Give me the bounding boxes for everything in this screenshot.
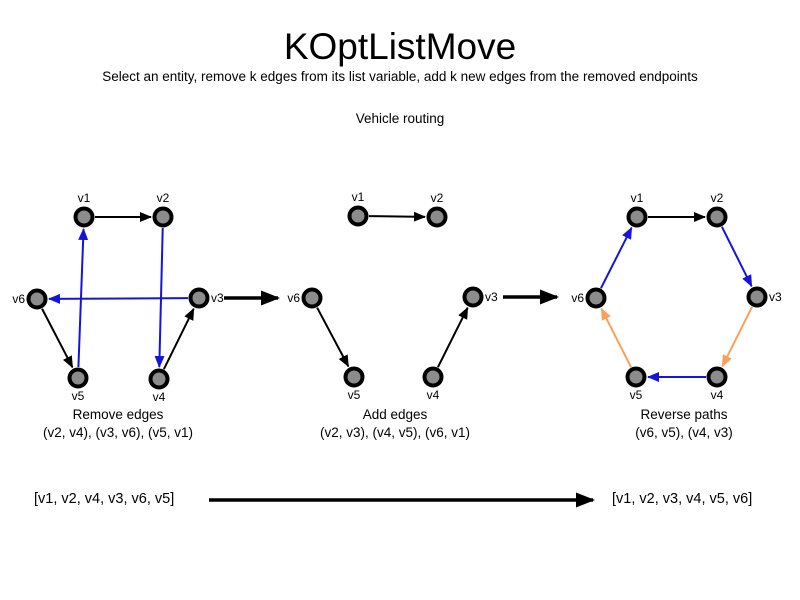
node-label-v2: v2 (711, 191, 724, 205)
reverse-paths-caption-detail: (v6, v5), (v4, v3) (635, 425, 733, 440)
page-subtitle: Select an entity, remove k edges from it… (102, 69, 698, 84)
node-label-v1: v1 (352, 190, 365, 204)
graph-node-v1 (347, 205, 369, 227)
graph-node-v6 (26, 288, 48, 310)
edge-v4-v3 (437, 306, 469, 368)
graph-node-v1 (73, 206, 95, 228)
node-label-v5: v5 (72, 389, 85, 403)
node-label-v1: v1 (631, 191, 644, 205)
graph-node-v2 (152, 206, 174, 228)
remove-edges-caption-detail: (v2, v4), (v3, v6), (v5, v1) (42, 425, 194, 440)
nodes-layer: v1 v2 v6 v3 v5 v4 v1 v2 v6 v3 v5 v4 v1 v2 v6 v3 v5 v4 (12, 190, 782, 404)
graph-node-v6 (301, 287, 323, 309)
node-label-v3: v3 (485, 290, 498, 304)
graph-node-v4 (706, 366, 728, 388)
node-label-v6: v6 (571, 291, 584, 305)
graph-node-v4 (148, 368, 170, 390)
edge-v6-v5 (316, 307, 350, 368)
graph-node-v3 (188, 287, 210, 309)
node-label-v4: v4 (427, 388, 440, 402)
graph-node-v4 (422, 366, 444, 388)
add-edges-caption-title: Add edges (362, 407, 428, 422)
remove-edges-caption-title: Remove edges (72, 407, 164, 422)
edge-v4-v3 (162, 307, 195, 370)
vehicle-routing-label: Vehicle routing (355, 111, 445, 126)
add-edges-caption-detail: (v2, v3), (v4, v5), (v6, v1) (319, 425, 471, 440)
stage-arrows-layer (209, 289, 595, 508)
edge-v5-v1 (77, 227, 89, 368)
graph-node-v1 (626, 206, 648, 228)
edge-v2-v3 (721, 226, 753, 288)
reverse-paths-caption: Reverse paths (v6, v5), (v4, v3) (635, 406, 733, 442)
graph-node-v3 (746, 286, 768, 308)
edges-layer (41, 211, 753, 382)
edge-v5-v6 (600, 307, 632, 368)
graph-node-v5 (343, 366, 365, 388)
node-label-v6: v6 (12, 292, 25, 306)
sequence-after-text: [v1, v2, v3, v4, v5, v6] (612, 491, 753, 507)
graph-node-v2 (706, 206, 728, 228)
graph-node-v5 (67, 367, 89, 389)
reverse-paths-caption-title: Reverse paths (640, 407, 728, 422)
node-label-v3: v3 (769, 290, 782, 304)
node-label-v1: v1 (78, 191, 91, 205)
graph-node-v5 (625, 366, 647, 388)
node-label-v4: v4 (153, 390, 166, 404)
node-label-v2: v2 (431, 191, 444, 205)
node-label-v5: v5 (348, 388, 361, 402)
edge-v6-v1 (600, 226, 633, 289)
sequence-before-text: [v1, v2, v4, v3, v6, v5] (34, 491, 175, 507)
edge-v3-v4 (721, 306, 753, 368)
node-label-v4: v4 (711, 388, 724, 402)
page-title: KOptListMove (283, 26, 517, 67)
edge-v6-v5 (41, 308, 74, 369)
add-edges-caption: Add edges (v2, v3), (v4, v5), (v6, v1) (320, 406, 470, 442)
edge-v3-v6 (47, 293, 189, 304)
node-label-v3: v3 (211, 291, 224, 305)
node-label-v5: v5 (630, 388, 643, 402)
graph-node-v2 (426, 206, 448, 228)
node-label-v2: v2 (157, 191, 170, 205)
node-label-v6: v6 (287, 291, 300, 305)
graph-node-v3 (462, 286, 484, 308)
graph-node-v6 (585, 287, 607, 309)
remove-edges-caption: Remove edges (v2, v4), (v3, v6), (v5, v1… (43, 406, 193, 442)
edge-v1-v2 (368, 211, 427, 222)
